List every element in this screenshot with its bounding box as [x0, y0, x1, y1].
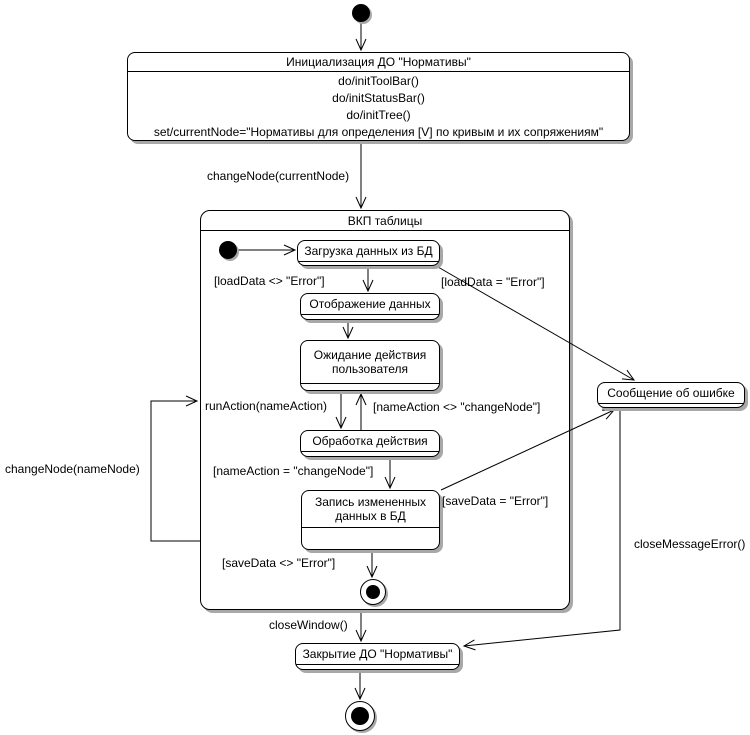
action-init-statusbar: do/initStatusBar() — [332, 91, 425, 105]
action-init-tree: do/initTree() — [346, 108, 411, 122]
label-changenode-currentnode: changeNode(currentNode) — [207, 169, 350, 183]
state-init-normativy[interactable]: Инициализация ДО "Нормативы" do/initTool… — [127, 52, 630, 141]
label-runaction: runAction(nameAction) — [205, 399, 328, 413]
action-set-currentnode: set/currentNode="Нормативы для определен… — [153, 125, 604, 139]
label-savedata-error: [saveData = "Error"] — [442, 494, 549, 508]
transition-composite-self-loop — [150, 395, 200, 542]
state-save-data[interactable]: Запись измененных данных в БД — [301, 490, 440, 550]
composite-state-title: ВКП таблицы — [201, 211, 569, 231]
inner-final-state-dot — [366, 585, 380, 599]
state-init-normativy-actions: do/initToolBar() do/initStatusBar() do/i… — [128, 72, 629, 141]
state-load-data-label: Загрузка данных из БД — [298, 241, 439, 262]
label-loaddata-error: [loadData = "Error"] — [441, 275, 545, 289]
final-state-node[interactable] — [345, 701, 375, 731]
final-state-dot — [351, 707, 369, 725]
label-changenode-namenode: changeNode(nameNode) — [5, 462, 140, 476]
inner-initial-state-node[interactable] — [219, 241, 237, 259]
state-load-data[interactable]: Загрузка данных из БД — [297, 240, 440, 266]
state-display-data[interactable]: Отображение данных — [300, 293, 440, 320]
initial-state-node[interactable] — [352, 4, 370, 22]
action-init-toolbar: do/initToolBar() — [338, 74, 419, 88]
state-close-normativy[interactable]: Закрытие ДО "Нормативы" — [295, 643, 460, 670]
state-error-message[interactable]: Сообщение об ошибке — [597, 382, 745, 408]
label-closemessageerror: closeMessageError() — [634, 537, 746, 551]
state-wait-user-action-label: Ожидание действия пользователя — [301, 341, 439, 384]
state-close-normativy-label: Закрытие ДО "Нормативы" — [296, 644, 459, 665]
label-nameaction-changenode: [nameAction = "changeNode"] — [213, 464, 374, 478]
label-nameaction-not-changenode: [nameAction <> "changeNode"] — [373, 400, 541, 414]
state-process-action-label: Обработка действия — [301, 431, 439, 452]
inner-final-state-node[interactable] — [360, 579, 386, 605]
state-process-action[interactable]: Обработка действия — [300, 430, 440, 457]
state-display-data-label: Отображение данных — [301, 294, 439, 315]
state-save-data-label: Запись измененных данных в БД — [302, 491, 439, 528]
label-savedata-not-error: [saveData <> "Error"] — [222, 556, 336, 570]
label-closewindow: closeWindow() — [269, 618, 348, 632]
label-loaddata-not-error: [loadData <> "Error"] — [214, 274, 325, 288]
state-error-message-label: Сообщение об ошибке — [598, 383, 744, 404]
state-wait-user-action[interactable]: Ожидание действия пользователя — [300, 340, 440, 391]
state-init-normativy-title: Инициализация ДО "Нормативы" — [128, 53, 629, 72]
